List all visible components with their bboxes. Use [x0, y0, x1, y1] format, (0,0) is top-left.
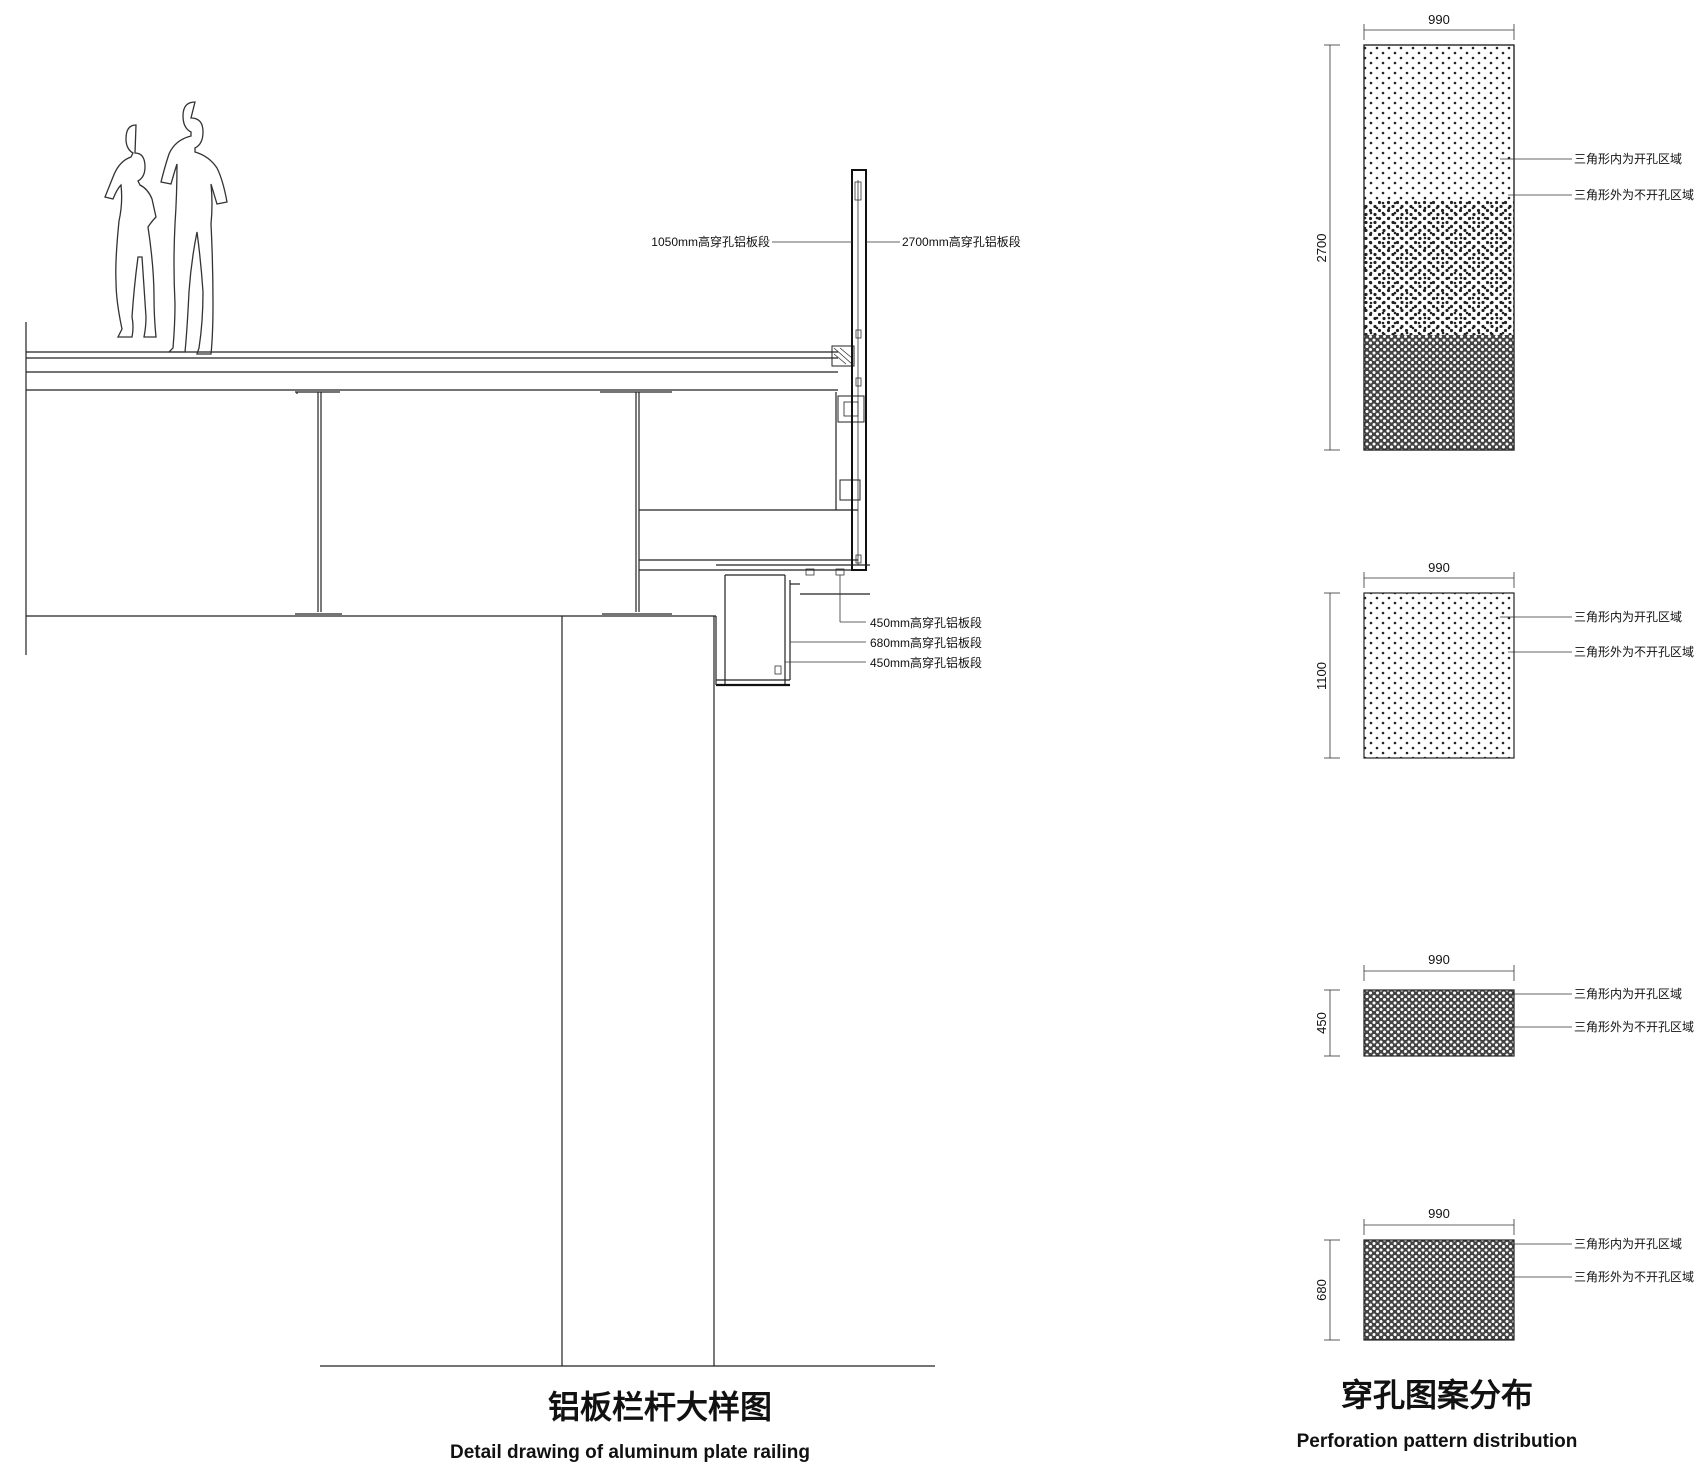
- pattern-panel-450: [1324, 965, 1572, 1057]
- panel-3-note-in: 三角形内为开孔区域: [1574, 987, 1682, 1001]
- section-title-en: Detail drawing of aluminum plate railing: [450, 1442, 810, 1463]
- panel-3-width: 990: [1428, 952, 1450, 967]
- pattern-title-cn: 穿孔图案分布: [1341, 1377, 1533, 1413]
- pattern-panel-680: [1324, 1219, 1572, 1341]
- panel-1-note-out: 三角形外为不开孔区域: [1574, 188, 1694, 202]
- callout-1050: 1050mm高穿孔铝板段: [651, 234, 770, 249]
- people-silhouette-icon: [104, 101, 228, 355]
- pattern-panel-1100: [1324, 572, 1572, 759]
- panel-4-note-in: 三角形内为开孔区域: [1574, 1237, 1682, 1251]
- panel-4-height: 680: [1314, 1279, 1329, 1301]
- panel-2-height: 1100: [1314, 662, 1329, 690]
- panel-1-height: 2700: [1314, 234, 1329, 263]
- panel-2-note-out: 三角形外为不开孔区域: [1574, 645, 1694, 659]
- callout-450-top: 450mm高穿孔铝板段: [870, 615, 982, 630]
- panel-3-note-out: 三角形外为不开孔区域: [1574, 1020, 1694, 1034]
- pattern-title-en: Perforation pattern distribution: [1297, 1431, 1578, 1452]
- panel-3-height: 450: [1314, 1012, 1329, 1034]
- callout-680: 680mm高穿孔铝板段: [870, 635, 982, 650]
- panel-4-width: 990: [1428, 1206, 1450, 1221]
- railing-section-detail: [25, 169, 935, 1367]
- callout-2700: 2700mm高穿孔铝板段: [902, 234, 1021, 249]
- section-title-cn: 铝板栏杆大样图: [548, 1389, 772, 1425]
- panel-2-width: 990: [1428, 560, 1450, 575]
- panel-2-note-in: 三角形内为开孔区域: [1574, 610, 1682, 624]
- panel-1-width: 990: [1428, 12, 1450, 27]
- pattern-panel-2700: [1324, 24, 1572, 451]
- panel-4-note-out: 三角形外为不开孔区域: [1574, 1270, 1694, 1284]
- panel-1-note-in: 三角形内为开孔区域: [1574, 152, 1682, 166]
- callout-450-bottom: 450mm高穿孔铝板段: [870, 655, 982, 670]
